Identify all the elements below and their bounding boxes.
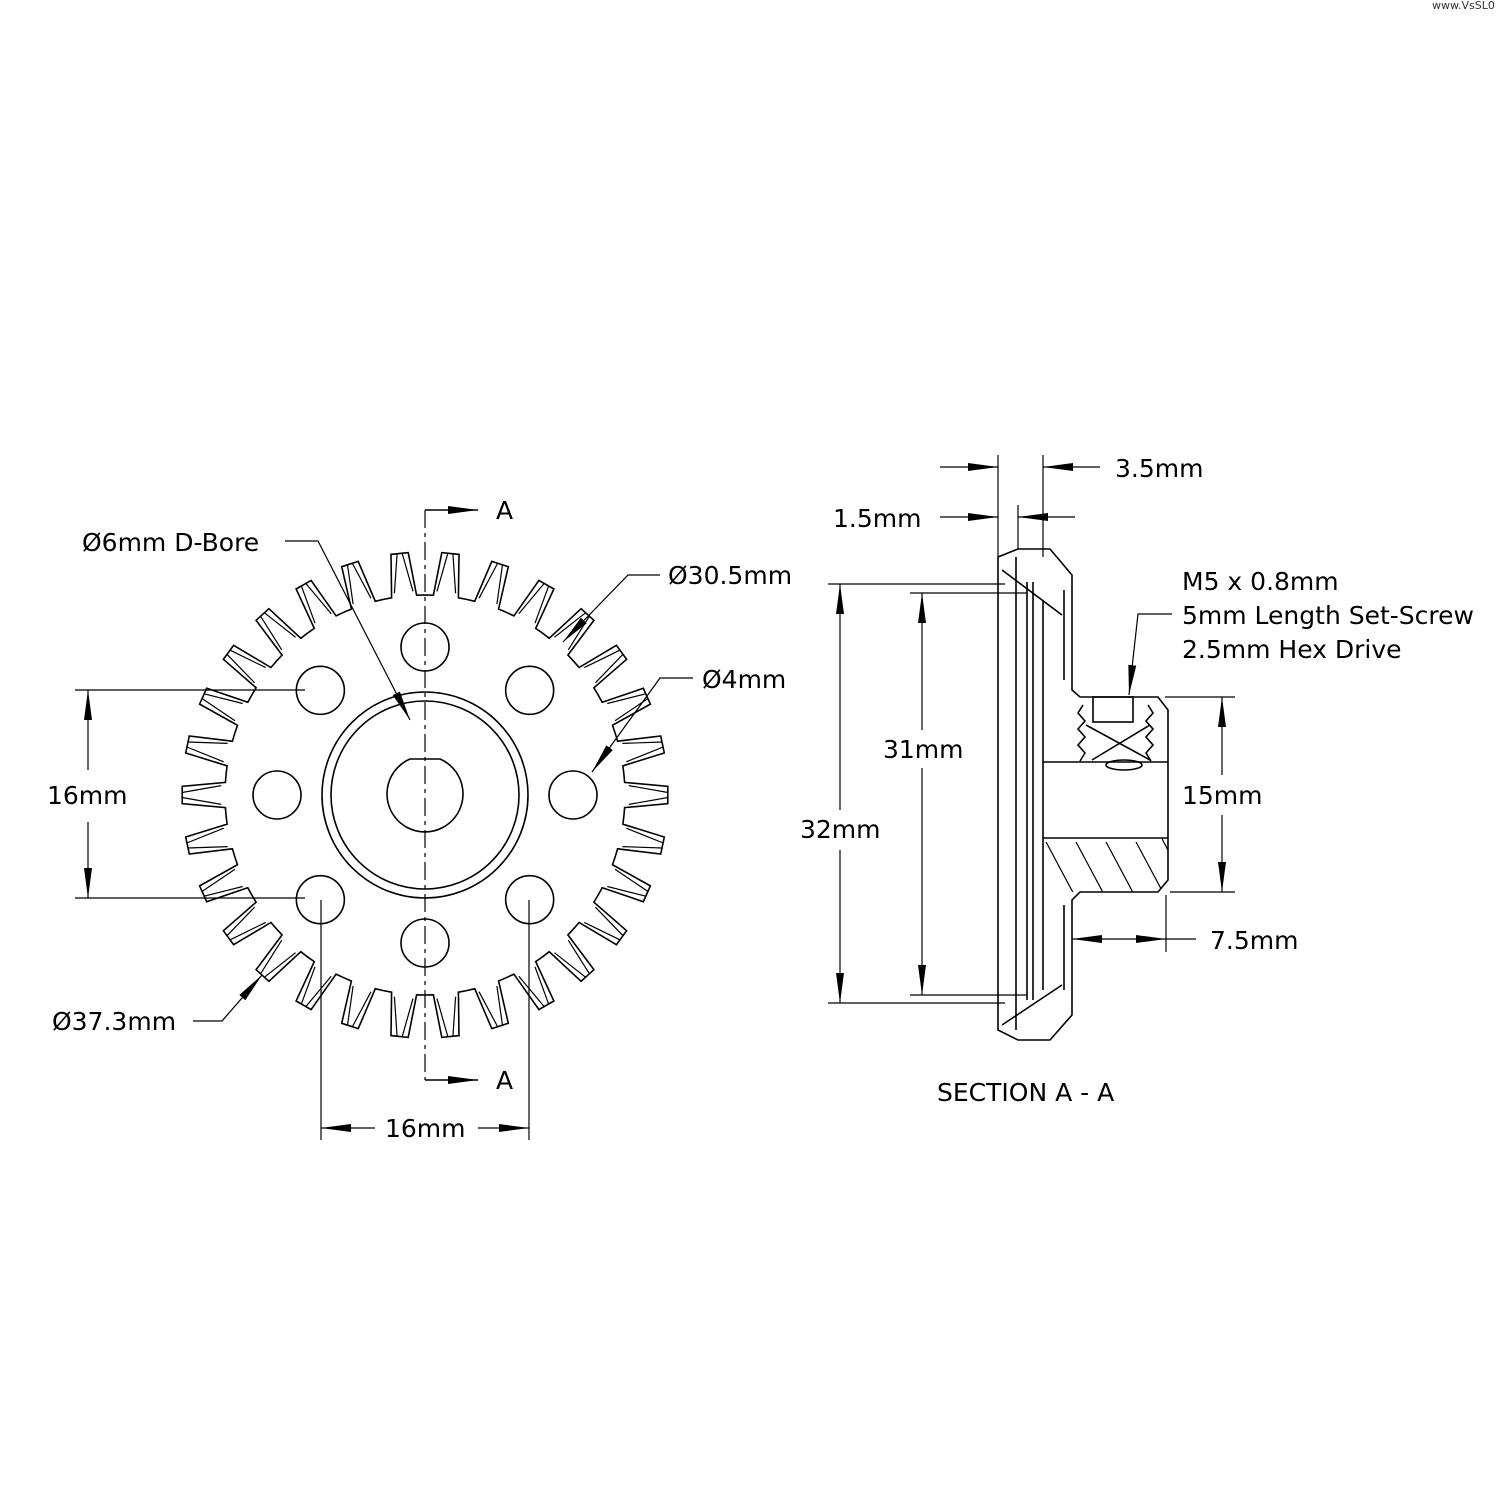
watermark: www.VsSL0 (1432, 0, 1495, 12)
hole-dia-label: Ø4mm (702, 665, 786, 694)
dim-15: 15mm (1182, 781, 1263, 810)
dim-7-5: 7.5mm (1210, 926, 1298, 955)
section-label-bottom: A (496, 1066, 513, 1095)
bore-leader (285, 540, 411, 721)
setscrew-leader (1128, 613, 1172, 696)
d-bore (386, 758, 464, 833)
set-screw-thread (1076, 704, 1155, 762)
gear-section-outline (997, 548, 1169, 1041)
mounting-hole (295, 874, 346, 925)
dim-3-5: 3.5mm (1115, 454, 1203, 483)
hub-inner-circle (330, 700, 520, 890)
bore-label: Ø6mm D-Bore (82, 528, 259, 557)
setscrew-note-line3: 2.5mm Hex Drive (1182, 635, 1402, 664)
outer-dia-label: Ø37.3mm (52, 1007, 176, 1036)
section-hatch (1045, 834, 1168, 900)
setscrew-note-line2: 5mm Length Set-Screw (1182, 601, 1474, 630)
mounting-hole (548, 770, 598, 820)
pitch-dia-label: Ø30.5mm (668, 561, 792, 590)
vertical-spacing-label: 16mm (47, 781, 128, 810)
horizontal-spacing-label: 16mm (385, 1114, 466, 1143)
mounting-hole (504, 874, 555, 925)
set-screw-head (1092, 696, 1134, 723)
outer-dia-leader (193, 974, 263, 1022)
mounting-hole (252, 770, 302, 820)
hole-dia-leader (591, 677, 693, 773)
setscrew-note-line1: M5 x 0.8mm (1182, 567, 1339, 596)
mounting-hole (504, 665, 555, 716)
section-title: SECTION A - A (937, 1078, 1114, 1107)
dim-32: 32mm (800, 815, 881, 844)
section-label-top: A (496, 496, 513, 525)
dim-31: 31mm (883, 735, 964, 764)
front-view: A A Ø6mm D-Bore Ø30.5mm Ø4mm Ø37.3mm 16m… (47, 496, 792, 1143)
section-view: 3.5mm 1.5mm 32mm 31mm 15mm 7.5mm M5 x 0.… (800, 454, 1474, 1107)
dim-1-5: 1.5mm (833, 504, 921, 533)
pitch-dia-leader (562, 574, 660, 643)
